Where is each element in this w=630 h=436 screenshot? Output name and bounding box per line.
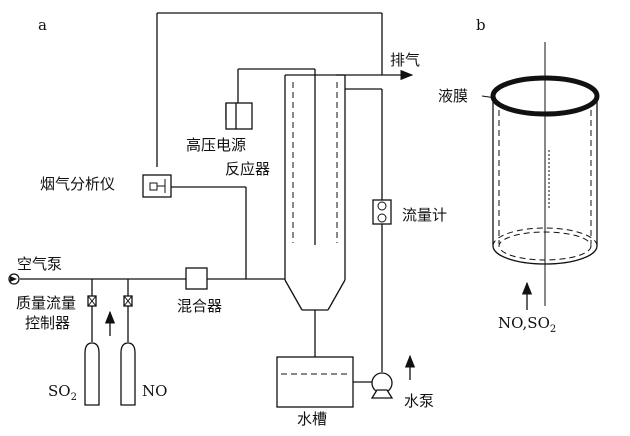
no-cylinder (120, 342, 136, 406)
mass-flow-label-line1: 质量流量 (16, 294, 76, 312)
reactor-column (284, 74, 346, 377)
water-tank-label: 水槽 (297, 410, 327, 428)
mass-flow-controller-no (123, 279, 133, 342)
liquid-film-cylinder (490, 42, 600, 306)
flowmeter-ball-bottom (377, 213, 387, 223)
no-label: NO (142, 382, 167, 400)
so2-cylinder (84, 342, 100, 406)
panel-a-label: a (38, 16, 47, 34)
panel-b-label: b (476, 16, 486, 34)
water-loop-line (345, 88, 383, 372)
liquid-film-label: 液膜 (438, 87, 468, 105)
air-pump-icon (8, 273, 20, 285)
hv-power-lines (225, 68, 316, 245)
mass-flow-controller-so2 (87, 279, 97, 342)
liquid-film-pointer (481, 95, 497, 99)
mixer-label: 混合器 (177, 297, 222, 315)
flowmeter-label: 流量计 (402, 206, 447, 224)
air-pump-label: 空气泵 (17, 255, 62, 273)
gas-inlet-label: NO,SO2 (498, 314, 556, 335)
water-pump-icon (370, 372, 394, 399)
hv-power-box (225, 102, 253, 130)
hv-power-label: 高压电源 (186, 136, 246, 154)
so2-label: SO2 (48, 382, 77, 403)
reactor-label: 反应器 (225, 160, 270, 178)
exhaust-label: 排气 (390, 51, 420, 69)
analyzer-exhaust-line (156, 12, 383, 167)
flue-analyzer-label: 烟气分析仪 (40, 175, 115, 193)
mixer-box (185, 267, 208, 290)
flowmeter-ball-top (377, 201, 387, 211)
flowmeter-box (372, 199, 392, 225)
water-tank (276, 356, 372, 408)
analyzer-sample-line (171, 186, 247, 279)
water-pump-label: 水泵 (404, 392, 434, 410)
mass-flow-label-line2: 控制器 (25, 314, 70, 332)
